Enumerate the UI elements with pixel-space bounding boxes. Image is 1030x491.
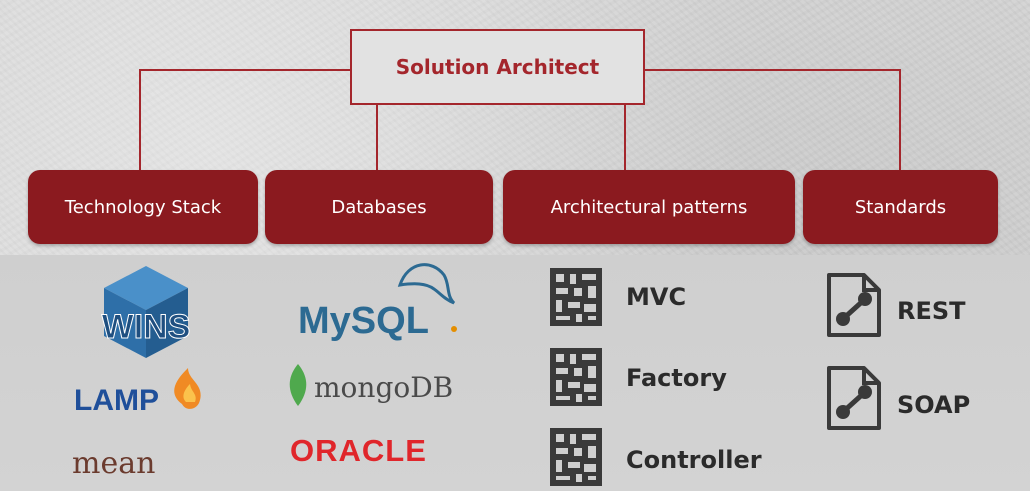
- svg-text:mean: mean: [72, 446, 155, 481]
- lamp-logo: LAMP: [74, 368, 201, 417]
- pattern-item-mvc: MVC: [626, 283, 687, 311]
- svg-text:WINS: WINS: [102, 308, 191, 346]
- pattern-grid-icon: [550, 268, 602, 326]
- solution-architect-node: Solution Architect: [350, 29, 645, 105]
- category-label: Architectural patterns: [550, 196, 748, 218]
- svg-text:MySQL: MySQL: [298, 300, 429, 342]
- mysql-logo: MySQL: [298, 263, 457, 342]
- mongodb-logo-text: mongoDB: [314, 371, 453, 404]
- solution-architect-label: Solution Architect: [395, 55, 600, 79]
- svg-text:ORACLE: ORACLE: [290, 433, 427, 468]
- mean-logo: mean: [72, 446, 155, 481]
- api-document-icon: [827, 366, 881, 430]
- pattern-grid-icon: [550, 428, 602, 486]
- standard-item-rest: REST: [897, 297, 966, 325]
- category-architectural-patterns: Architectural patterns: [503, 170, 795, 244]
- svg-text:mongoDB: mongoDB: [314, 371, 453, 404]
- connector-standards: [645, 69, 901, 170]
- oracle-logo: ORACLE: [290, 433, 427, 468]
- mysql-logo-text: MySQL: [298, 300, 429, 342]
- category-databases: Databases: [265, 170, 493, 244]
- connector-technology-stack: [139, 69, 350, 170]
- svg-text:LAMP: LAMP: [74, 384, 159, 417]
- category-technology-stack: Technology Stack: [28, 170, 258, 244]
- pattern-grid-icon: [550, 348, 602, 406]
- lamp-logo-text: LAMP: [74, 384, 159, 417]
- wins-logo-text: WINS: [102, 308, 191, 346]
- standard-item-soap: SOAP: [897, 391, 971, 419]
- mongodb-logo: mongoDB: [289, 364, 453, 406]
- category-label: Standards: [854, 196, 947, 218]
- wins-logo: WINS: [101, 266, 191, 358]
- pattern-item-controller: Controller: [626, 446, 762, 474]
- pattern-item-factory: Factory: [626, 364, 727, 392]
- api-document-icon: [827, 273, 881, 337]
- mean-logo-text: mean: [72, 446, 155, 481]
- category-label: Databases: [331, 196, 427, 218]
- category-label: Technology Stack: [64, 196, 222, 218]
- category-standards: Standards: [803, 170, 998, 244]
- oracle-logo-text: ORACLE: [290, 433, 427, 468]
